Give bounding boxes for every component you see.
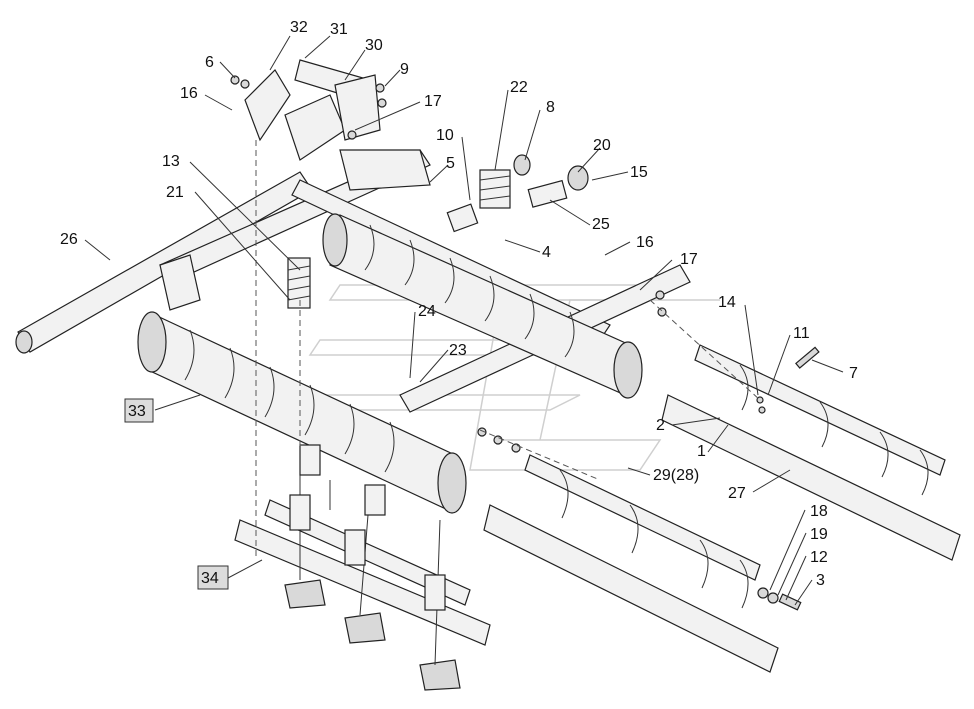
callout-13: 13: [162, 153, 180, 170]
callout-17: 17: [424, 93, 442, 110]
callout-5: 5: [446, 155, 455, 172]
callout-24: 24: [418, 303, 436, 320]
spring-assemblies: [287, 154, 589, 309]
callout-14: 14: [718, 294, 736, 311]
callout-8: 8: [546, 99, 555, 116]
callout-18: 18: [810, 503, 828, 520]
callout-25: 25: [592, 216, 610, 233]
callout-16: 16: [636, 234, 654, 251]
callout-box-33: [124, 398, 154, 423]
callout-20: 20: [593, 137, 611, 154]
callout-4: 4: [542, 244, 551, 261]
callout-12: 12: [810, 549, 828, 566]
callout-1: 1: [697, 443, 706, 460]
callout-22: 22: [510, 79, 528, 96]
callout-10: 10: [436, 127, 454, 144]
callout-29-28: 29(28): [653, 467, 699, 484]
callout-6: 6: [205, 54, 214, 71]
callout-26: 26: [60, 231, 78, 248]
assembly-lines: [255, 140, 761, 560]
callout-21: 21: [166, 184, 184, 201]
callout-32: 32: [290, 19, 308, 36]
callout-15: 15: [630, 164, 648, 181]
callout-labels: 32 31 30 6 9 16 17 22 8 10 20 13 5 15 21…: [60, 19, 858, 589]
harrow-29: [483, 454, 779, 673]
callout-33: 33: [128, 403, 146, 420]
cultivator-34: [234, 444, 491, 691]
callout-31: 31: [330, 21, 348, 38]
callout-7: 7: [849, 365, 858, 382]
callout-19: 19: [810, 526, 828, 543]
callout-16: 16: [180, 85, 198, 102]
callout-27: 27: [728, 485, 746, 502]
leader-lines: [84, 35, 844, 606]
callout-30: 30: [365, 37, 383, 54]
callout-23: 23: [449, 342, 467, 359]
roller-33: [137, 311, 467, 514]
callout-9: 9: [400, 61, 409, 78]
callout-11: 11: [793, 325, 810, 342]
callout-3: 3: [816, 572, 825, 589]
callout-17: 17: [680, 251, 698, 268]
callout-2: 2: [656, 417, 665, 434]
linkage-plates: [244, 59, 381, 161]
callout-box-34: [197, 565, 229, 590]
roller-rear: [322, 213, 643, 399]
harrow-27: [661, 344, 961, 561]
callout-34: 34: [201, 570, 219, 587]
